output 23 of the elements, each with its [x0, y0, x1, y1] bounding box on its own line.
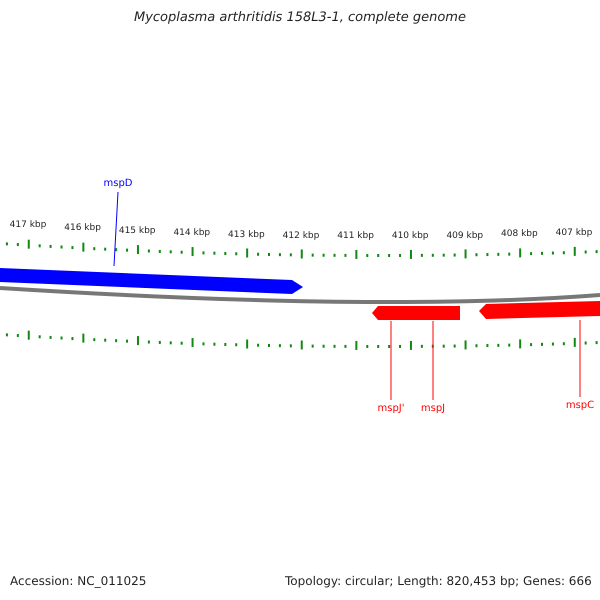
leader-line: [390, 320, 392, 400]
scale-label: 407 kbp: [556, 228, 592, 238]
scale-label: 417 kbp: [10, 220, 46, 230]
gene-label: mspC: [566, 400, 594, 411]
leader-line: [432, 320, 434, 400]
scale-label: 416 kbp: [64, 223, 101, 234]
scale-label: 409 kbp: [446, 230, 484, 241]
scale-label: 413 kbp: [228, 230, 265, 240]
footer-text: Accession: NC_011025: [10, 574, 146, 588]
footer-text: Topology: circular; Length: 820,453 bp; Genes: 666: [285, 574, 592, 588]
scale-label: 411 kbp: [337, 231, 374, 242]
title: Mycoplasma arthritidis 158L3-1, complete genome: [133, 10, 467, 25]
scale-label: 408 kbp: [501, 229, 538, 240]
gene-label: mspJ: [420, 403, 446, 414]
scale-label: 415 kbp: [118, 226, 156, 236]
gene-feature: [479, 300, 600, 320]
gene-feature: [0, 266, 304, 296]
scale-label: 410 kbp: [392, 231, 429, 242]
leader-line: [114, 192, 118, 266]
scale-label: 414 kbp: [173, 228, 210, 238]
gene-label: mspJ': [378, 403, 404, 414]
gene-label: mspD: [104, 178, 132, 189]
scale-label: 412 kbp: [282, 230, 320, 241]
